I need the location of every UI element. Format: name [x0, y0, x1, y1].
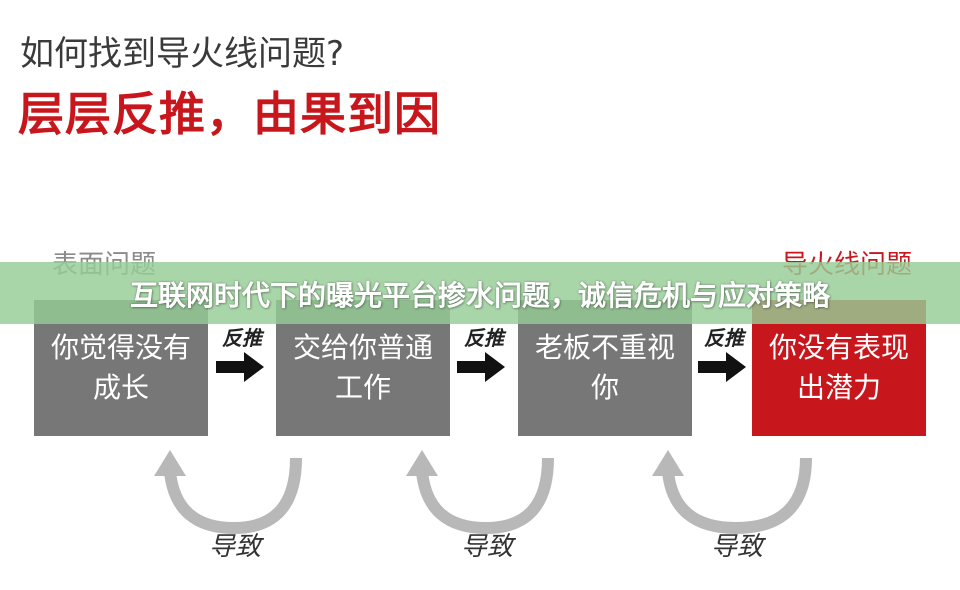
question-title: 如何找到导火线问题?	[20, 34, 345, 74]
box-no-potential-text: 你没有表现出潜力	[768, 331, 909, 404]
leads-to-label-3: 导致	[710, 532, 763, 562]
overlay-banner-text: 互联网时代下的曝光平台掺水问题，诚信危机与应对策略	[129, 279, 830, 312]
leads-to-curves	[154, 450, 812, 535]
right-arrow-icon-3	[698, 352, 746, 382]
leads-to-label-2: 导致	[460, 532, 513, 562]
headline-title: 层层反推，由果到因	[18, 87, 441, 141]
box-ordinary-work-text: 交给你普通工作	[292, 331, 433, 404]
curved-arrow-head-1	[154, 450, 186, 476]
reverse-label-3: 反推	[704, 326, 744, 350]
reverse-label-1: 反推	[222, 326, 262, 350]
leads-to-label-1: 导致	[208, 532, 261, 562]
curved-arrow-icon-1	[164, 457, 302, 535]
reverse-label-2: 反推	[464, 326, 504, 350]
right-arrow-icon-2	[457, 352, 505, 382]
curved-arrow-icon-2	[416, 457, 554, 535]
curved-arrow-head-2	[406, 450, 438, 476]
curved-arrow-icon-3	[662, 457, 812, 535]
right-arrow-icon-1	[216, 352, 264, 382]
curved-arrow-head-3	[652, 450, 684, 476]
box-boss-ignores-text: 老板不重视你	[534, 331, 675, 404]
box-no-growth-text: 你觉得没有成长	[50, 331, 191, 404]
overlay-banner	[0, 262, 960, 324]
